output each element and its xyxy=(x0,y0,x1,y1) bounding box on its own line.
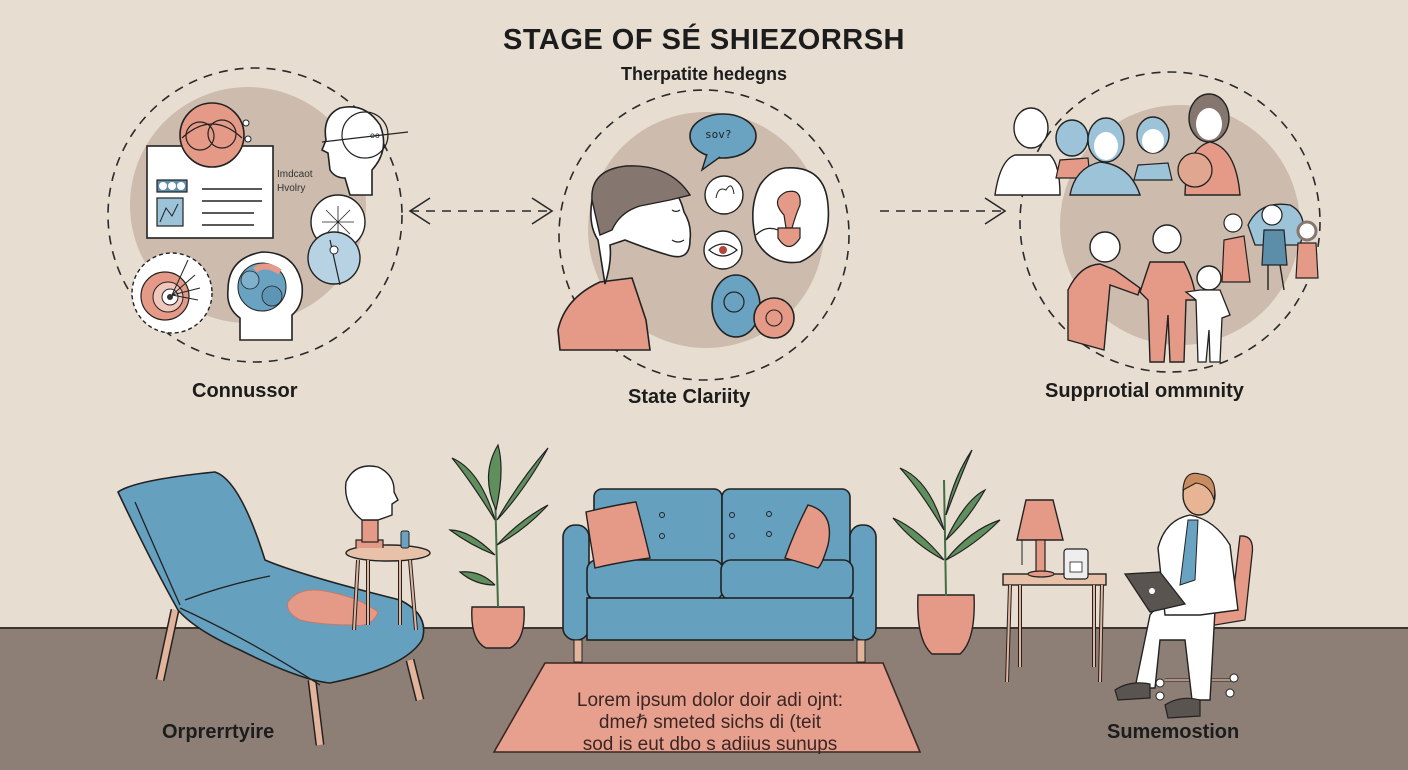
page-subtitle: Therpatite hedegns xyxy=(620,64,788,84)
side-table-right-icon xyxy=(1002,499,1107,683)
head-bust-icon xyxy=(344,465,399,521)
calm-person-icon xyxy=(557,165,692,351)
side-table-left-icon xyxy=(344,465,431,631)
speech-bubble-text: sov? xyxy=(705,128,732,141)
tangled-thought-icon xyxy=(179,102,252,168)
rug xyxy=(492,662,922,753)
page-title: STAGE OF SÉ SHIEZORRSH xyxy=(502,24,905,56)
table-lamp-icon xyxy=(1016,499,1064,541)
rug-caption-line-2: dmeℏ smeted sichs di (teit xyxy=(598,712,822,733)
rug-caption: Lorem ipsum dolor doir adi ojnt: dmeℏ sm… xyxy=(540,690,880,756)
speech-bubble-icon xyxy=(689,113,757,172)
head-profile-icon: oo xyxy=(320,106,409,196)
rug-caption-line-3: sod is eut dbo s adiius sunups xyxy=(582,734,838,755)
potted-plant-right-icon xyxy=(892,449,1001,655)
svg-text:oo: oo xyxy=(370,131,380,140)
target-spiral-icon xyxy=(131,252,213,334)
rug-caption-line-1: Lorem ipsum dolor doir adi ojnt: xyxy=(576,690,844,711)
group-of-people-icon xyxy=(994,93,1241,196)
scene-right-label: Sumemostion xyxy=(1107,721,1240,743)
stage-3-label: Supprıotial ommınity xyxy=(1045,380,1244,402)
stage-2-label: State Clariity xyxy=(628,386,751,408)
stage-1-inset-label: Imdcaot Hvolry xyxy=(277,168,313,196)
laptop-icon xyxy=(1123,571,1187,613)
lightbulb-icon xyxy=(752,167,830,264)
eye-icon xyxy=(703,230,743,270)
nerve-circle-icon xyxy=(307,194,366,286)
therapist-icon xyxy=(1114,472,1254,719)
cushion-left xyxy=(585,501,651,569)
stage-3-dashed-ring xyxy=(1019,71,1321,373)
stage-1-dashed-ring xyxy=(107,67,403,363)
inset-line-2: Hvolry xyxy=(277,183,306,194)
family-group-icon xyxy=(1221,203,1319,291)
thought-icon xyxy=(704,175,744,215)
scene-left-label: Orprerrtyire xyxy=(162,721,275,743)
spiral-bubble-icon xyxy=(711,274,795,339)
cushion-right xyxy=(784,504,831,569)
handshake-people-icon xyxy=(1067,224,1231,363)
stage-1-label: Connussor xyxy=(192,380,298,402)
sofa-icon xyxy=(562,488,877,663)
double-arrow-connector xyxy=(408,197,554,225)
arrow-connector xyxy=(880,197,1007,225)
potted-plant-left-icon xyxy=(448,443,549,649)
stage-2-dashed-ring xyxy=(558,89,850,381)
inset-line-1: Imdcaot xyxy=(277,169,313,180)
brain-head-icon xyxy=(226,251,304,341)
